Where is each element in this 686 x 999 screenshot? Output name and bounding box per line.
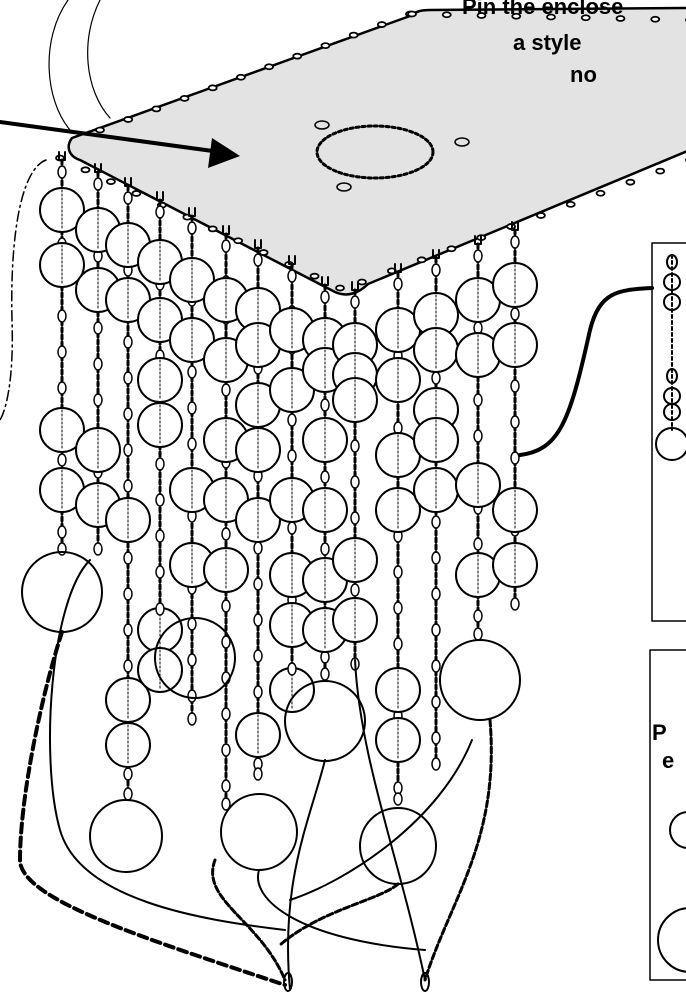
side-panel-text-line-1: P — [652, 720, 667, 745]
ceiling-grommet — [580, 14, 591, 22]
ceiling-grommet — [565, 200, 576, 208]
loose-cord — [287, 759, 326, 991]
loose-cord — [49, 559, 286, 931]
ceiling-grommet — [309, 272, 320, 280]
detail-panel-upper — [651, 242, 686, 622]
panel-bead-strand — [655, 254, 686, 973]
loose-cord — [256, 869, 426, 951]
ceiling-grommet — [131, 190, 142, 197]
bead-strand-9 — [302, 276, 348, 681]
bead-strand-6 — [203, 225, 249, 811]
ceiling-hole — [454, 137, 470, 147]
ceiling-hole — [315, 124, 435, 180]
bead-strand-14 — [492, 221, 538, 611]
ceiling-grommet — [446, 245, 457, 253]
loose-cord — [278, 882, 400, 947]
ceiling-grommet — [625, 178, 636, 186]
bead-strand-5 — [169, 207, 215, 726]
ceiling-grommet — [233, 237, 244, 245]
ceiling-grommet — [292, 52, 303, 60]
ceiling-grommet — [95, 126, 105, 134]
ceiling-grommet — [416, 256, 427, 264]
dashdot-cord — [0, 159, 47, 421]
ceiling-grommet — [179, 94, 190, 102]
ceiling-grommet — [546, 13, 556, 21]
ceiling-grommet — [441, 11, 452, 19]
bead-strand-8 — [269, 255, 315, 713]
ceiling-hole — [314, 120, 330, 130]
bead-strand-3 — [105, 177, 151, 801]
ceiling-grommet — [536, 212, 546, 219]
loose-cord — [423, 718, 493, 982]
loose-cord — [354, 659, 426, 981]
instruction-text-line-2: a style — [513, 30, 582, 55]
loose-cord — [289, 739, 473, 901]
callout-cable — [518, 286, 654, 457]
bottom-connector — [283, 972, 293, 992]
ceiling-grommet — [650, 15, 661, 23]
ceiling-grommet — [376, 21, 387, 28]
ceiling-grommet — [207, 225, 218, 233]
ceiling-grommet — [123, 116, 134, 123]
ceiling-grommet — [207, 84, 218, 92]
hanging-cord — [48, 0, 71, 131]
bead-strand-10 — [332, 281, 378, 671]
bottom-connector — [420, 972, 430, 992]
ceiling-grommet — [320, 42, 331, 50]
ceiling-grommet — [407, 10, 417, 18]
bead-strand-12 — [413, 249, 459, 771]
ceiling-grommet — [80, 166, 91, 174]
ceiling-grommet — [357, 278, 367, 286]
ceiling-grommet — [106, 178, 116, 186]
bead-strand-13 — [455, 235, 501, 641]
ceiling-hole — [336, 182, 352, 192]
ceiling-panel — [67, 6, 686, 296]
pointer-arrow-head — [208, 138, 240, 168]
loose-cord — [18, 630, 287, 987]
bead-strand-1 — [39, 151, 85, 556]
ceiling-grommet — [348, 31, 359, 39]
side-panel-text-line-2: e — [662, 748, 675, 773]
ceiling-grommet — [264, 63, 274, 71]
ceiling-grommet — [151, 105, 162, 113]
ceiling-grommet — [595, 189, 606, 197]
weight-discs — [21, 551, 521, 885]
instruction-text-line-1: Pin the enclose — [462, 0, 624, 19]
detail-panel-lower — [649, 649, 686, 981]
loose-cord — [211, 858, 287, 982]
ceiling-grommet — [615, 15, 626, 22]
hanging-cord — [87, 0, 111, 119]
ceiling-grommet — [335, 284, 345, 292]
ceiling-grommet — [258, 249, 269, 256]
bead-strand-2 — [75, 163, 121, 556]
ceiling-grommet — [655, 167, 666, 175]
instruction-text-line-3: no — [570, 62, 597, 87]
pointer-arrow — [0, 120, 222, 154]
ceiling-grommet — [511, 12, 522, 20]
bead-strand-11 — [375, 263, 421, 806]
ceiling-grommet — [476, 12, 487, 19]
ceiling-grommet — [236, 73, 246, 81]
